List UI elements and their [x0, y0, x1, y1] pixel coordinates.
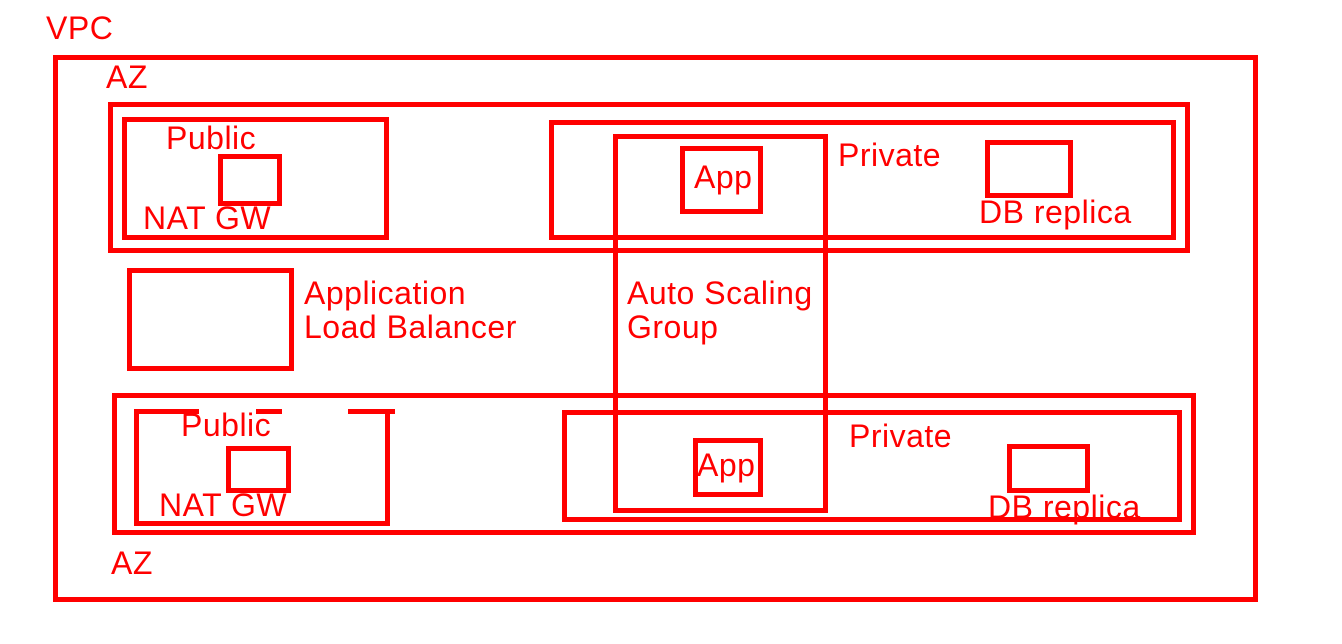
db-replica-top-label: DB replica: [979, 194, 1132, 230]
load-balancer-label: Application Load Balancer: [304, 275, 517, 345]
vpc-label: VPC: [46, 10, 114, 46]
private-subnet-top-label: Private: [838, 137, 942, 173]
vpc-box: [53, 55, 1258, 602]
load-balancer-icon: [127, 268, 294, 371]
nat-gateway-top-label: NAT GW: [143, 200, 272, 236]
auto-scaling-group-box: [613, 134, 828, 513]
app-instance-bottom-label: App: [697, 447, 756, 483]
nat-gateway-bottom-icon: [226, 446, 291, 493]
db-replica-bottom-label: DB replica: [988, 489, 1141, 525]
app-instance-top-icon: [680, 146, 763, 214]
app-instance-top-label: App: [694, 159, 753, 195]
private-subnet-top-box: [549, 120, 1176, 240]
public-subnet-bottom-label: Public: [181, 407, 272, 443]
az-top-box: [108, 102, 1190, 253]
public-subnet-bottom-box: [134, 409, 395, 526]
db-replica-top-icon: [985, 140, 1073, 198]
nat-gateway-top-icon: [218, 154, 282, 206]
public-subnet-bottom-border-segment: [348, 409, 395, 414]
az-bottom-label: AZ: [111, 545, 153, 581]
public-subnet-top-label: Public: [166, 120, 257, 156]
private-subnet-bottom-box: [562, 410, 1182, 522]
az-top-label: AZ: [106, 59, 148, 95]
auto-scaling-group-label: Auto Scaling Group: [627, 275, 813, 345]
app-instance-bottom-icon: [693, 438, 763, 497]
db-replica-bottom-icon: [1007, 444, 1090, 493]
public-subnet-bottom-border-segment: [256, 409, 282, 414]
nat-gateway-bottom-label: NAT GW: [159, 487, 288, 523]
az-bottom-box: [112, 393, 1196, 535]
private-subnet-bottom-label: Private: [849, 418, 953, 454]
public-subnet-bottom-border-segment: [134, 409, 199, 414]
public-subnet-top-box: [122, 117, 389, 240]
